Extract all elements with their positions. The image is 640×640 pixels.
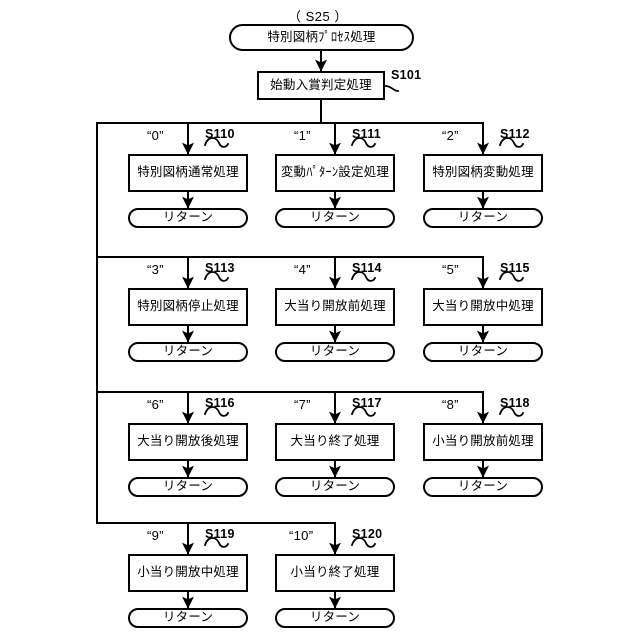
step-id-s110: S110 bbox=[205, 127, 235, 141]
branch-condition-1: “1” bbox=[294, 128, 311, 143]
process-box-s114: 大当り開放前処理 bbox=[275, 288, 395, 326]
branch-condition-5: “5” bbox=[442, 262, 459, 277]
return-terminator-s111: リターン bbox=[275, 208, 395, 228]
branch-condition-0: “0” bbox=[147, 128, 164, 143]
step-id-s114: S114 bbox=[352, 261, 382, 275]
step-id-s119: S119 bbox=[205, 527, 235, 541]
return-terminator-s119: リターン bbox=[128, 608, 248, 628]
return-terminator-s118: リターン bbox=[423, 477, 543, 497]
process-box-s118: 小当り開放前処理 bbox=[423, 423, 543, 461]
return-terminator-s110: リターン bbox=[128, 208, 248, 228]
diagram-tag: （ S25 ） bbox=[288, 9, 348, 24]
process-box-s111: 変動ﾊﾟﾀｰﾝ設定処理 bbox=[275, 154, 395, 192]
process-box-s110: 特別図柄通常処理 bbox=[128, 154, 248, 192]
step-id-s116: S116 bbox=[205, 396, 235, 410]
branch-condition-7: “7” bbox=[294, 397, 311, 412]
start-terminator: 特別図柄ﾌﾟﾛｾｽ処理 bbox=[229, 24, 414, 51]
step-id-s118: S118 bbox=[500, 396, 530, 410]
step-id-s115: S115 bbox=[500, 261, 530, 275]
return-terminator-s117: リターン bbox=[275, 477, 395, 497]
step-id-s120: S120 bbox=[352, 527, 383, 541]
branch-condition-8: “8” bbox=[442, 397, 459, 412]
process-box-s113: 特別図柄停止処理 bbox=[128, 288, 248, 326]
process-box-s112: 特別図柄変動処理 bbox=[423, 154, 543, 192]
process-box-s120: 小当り終了処理 bbox=[275, 554, 395, 592]
step-id-s111: S111 bbox=[352, 127, 382, 141]
branch-condition-2: “2” bbox=[442, 128, 459, 143]
return-terminator-s115: リターン bbox=[423, 342, 543, 362]
step-id-s101: S101 bbox=[391, 68, 422, 82]
branch-condition-6: “6” bbox=[147, 397, 164, 412]
return-terminator-s114: リターン bbox=[275, 342, 395, 362]
branch-condition-3: “3” bbox=[147, 262, 164, 277]
process-box-s101: 始動入賞判定処理 bbox=[257, 71, 385, 100]
return-terminator-s116: リターン bbox=[128, 477, 248, 497]
process-box-s119: 小当り開放中処理 bbox=[128, 554, 248, 592]
branch-condition-4: “4” bbox=[294, 262, 311, 277]
return-terminator-s120: リターン bbox=[275, 608, 395, 628]
process-box-s117: 大当り終了処理 bbox=[275, 423, 395, 461]
step-id-s112: S112 bbox=[500, 127, 530, 141]
branch-condition-10: “10” bbox=[289, 528, 314, 543]
step-id-s113: S113 bbox=[205, 261, 235, 275]
return-terminator-s112: リターン bbox=[423, 208, 543, 228]
return-terminator-s113: リターン bbox=[128, 342, 248, 362]
step-id-s117: S117 bbox=[352, 396, 382, 410]
process-box-s115: 大当り開放中処理 bbox=[423, 288, 543, 326]
branch-condition-9: “9” bbox=[147, 528, 164, 543]
process-box-s116: 大当り開放後処理 bbox=[128, 423, 248, 461]
